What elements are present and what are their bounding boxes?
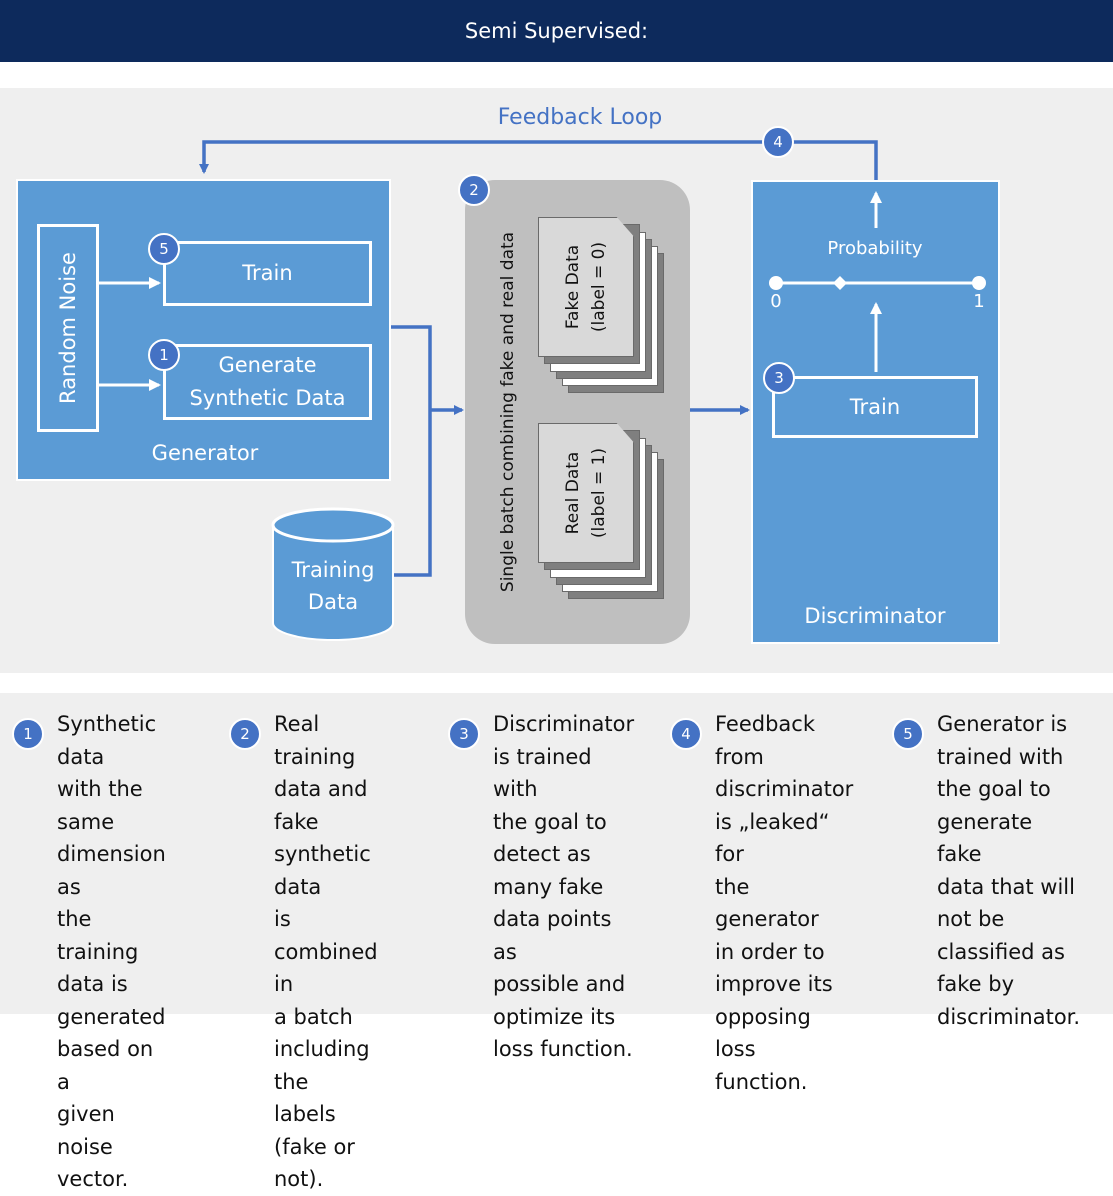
legend-badge-2: 2 xyxy=(229,718,261,750)
feedback-loop-arrow xyxy=(199,140,878,180)
discriminator-train-box: Train xyxy=(772,376,978,438)
legend-badge-1: 1 xyxy=(12,718,44,750)
probability-scale xyxy=(769,191,986,372)
badge-1: 1 xyxy=(148,339,180,371)
training-to-batch-connector xyxy=(392,410,432,577)
legend-panel xyxy=(0,693,1113,1014)
page-header: Semi Supervised: xyxy=(0,0,1113,62)
legend-badge-5: 5 xyxy=(892,718,924,750)
legend-badge-3: 3 xyxy=(448,718,480,750)
generator-train-box: Train xyxy=(163,241,372,306)
fake-data-stack: Fake Data (label = 0) xyxy=(538,217,670,397)
badge-5: 5 xyxy=(148,233,180,265)
generate-synthetic-data-box: Generate Synthetic Data xyxy=(163,344,372,420)
page-title: Semi Supervised: xyxy=(464,19,649,43)
probability-label: Probability xyxy=(827,238,923,259)
badge-3: 3 xyxy=(763,362,795,394)
scale-min-label: 0 xyxy=(770,291,782,312)
real-data-stack: Real Data (label = 1) xyxy=(538,423,670,603)
discriminator-label: Discriminator xyxy=(804,604,946,628)
legend-badge-4: 4 xyxy=(670,718,702,750)
generator-internal-arrows xyxy=(99,277,161,391)
discriminator-block xyxy=(751,180,1000,644)
training-data-cylinder xyxy=(271,507,395,641)
random-noise-box xyxy=(37,224,99,432)
badge-2: 2 xyxy=(458,174,490,206)
scale-max-label: 1 xyxy=(973,291,985,312)
training-data-label: Training Data xyxy=(291,558,375,614)
generator-label: Generator xyxy=(151,441,259,465)
connector-layer xyxy=(199,140,878,577)
generator-to-batch-connector xyxy=(390,325,432,410)
feedback-loop-label: Feedback Loop xyxy=(497,105,663,130)
badge-4: 4 xyxy=(762,126,794,158)
